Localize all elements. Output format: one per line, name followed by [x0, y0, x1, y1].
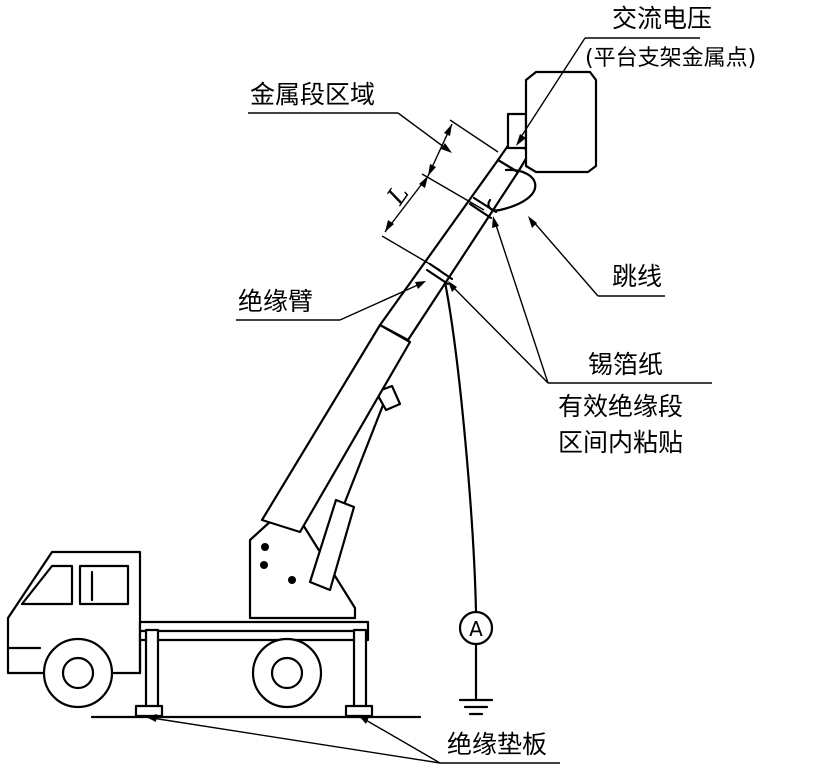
insulating-pad-label: 绝缘垫板: [447, 730, 548, 759]
truck-cab: [6, 550, 142, 675]
leader-metal-section: [248, 112, 452, 153]
ammeter-symbol: A: [469, 617, 483, 641]
leader-jumper: [528, 216, 665, 297]
ground-symbol: [458, 642, 494, 716]
dimension-L: [381, 119, 499, 271]
ac-voltage-label: 交流电压: [612, 4, 713, 33]
metal-section-label: 金属段区域: [250, 80, 376, 109]
truck-chassis: [138, 620, 370, 675]
insulating-arm-label: 绝缘臂: [238, 287, 314, 316]
front-wheel: [42, 637, 114, 709]
leader-insulating-pad: [146, 714, 560, 764]
tin-foil-note-line1: 有效绝缘段: [558, 392, 684, 421]
lower-boom: [260, 323, 412, 534]
tin-foil-label: 锡箔纸: [588, 350, 664, 379]
outrigger-left: [134, 628, 164, 718]
leader-ac-voltage: [516, 37, 700, 146]
leader-tin-foil: [448, 216, 712, 384]
platform-point-label: (平台支架金属点): [585, 46, 757, 71]
ammeter-lead: [443, 280, 478, 614]
jumper-label: 跳线: [612, 262, 663, 291]
tin-foil-note-line2: 区间内粘贴: [558, 428, 684, 457]
hydraulic-cylinder: [308, 384, 402, 592]
rear-wheel: [251, 637, 323, 709]
leader-insulating-arm: [236, 281, 426, 321]
ammeter: A: [458, 610, 494, 646]
outrigger-right: [344, 628, 374, 718]
jumper-wire: [487, 168, 537, 212]
